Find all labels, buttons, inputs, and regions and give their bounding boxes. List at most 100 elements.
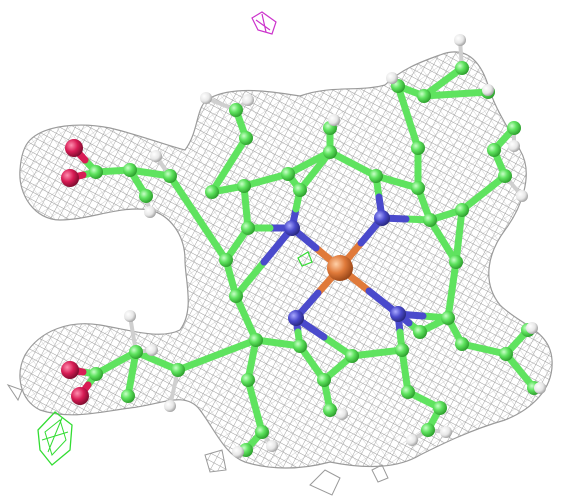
carbon-carbon-bond [452, 206, 466, 266]
carbon-carbon-bond [398, 346, 412, 396]
carbon-atom [423, 213, 437, 227]
hydrogen-atom [508, 140, 520, 152]
nitrogen-atom [374, 210, 390, 226]
carbon-atom [237, 179, 251, 193]
carbon-atom [89, 367, 103, 381]
carbon-carbon-bond [372, 172, 422, 192]
nitrogen-atom [284, 220, 300, 236]
carbon-atom [421, 423, 435, 437]
carbon-atom [317, 373, 331, 387]
difference-density [37, 11, 313, 466]
carbon-carbon-bond [174, 336, 260, 374]
carbon-atom [241, 221, 255, 235]
carbon-atom [163, 169, 177, 183]
oxygen-atom [65, 139, 83, 157]
carbon-atom [455, 203, 469, 217]
carbon-carbon-bond [252, 336, 304, 350]
hydrogen-atom [440, 426, 452, 438]
carbon-atom [139, 189, 153, 203]
carbon-atom [205, 185, 219, 199]
carbon-atom [498, 169, 512, 183]
hydrogen-atom [144, 206, 156, 218]
stray-mesh-fragment-3 [204, 449, 227, 473]
carbon-atom [499, 347, 513, 361]
carbon-atom [323, 145, 337, 159]
oxygen-atom [61, 361, 79, 379]
carbon-atom [395, 343, 409, 357]
carbon-atom [121, 389, 135, 403]
carbon-atom [455, 61, 469, 75]
hydrogen-atom [526, 322, 538, 334]
carbon-carbon-bond [420, 64, 466, 100]
carbon-carbon-bond [92, 348, 140, 378]
hydrogen-atom [454, 34, 466, 46]
carbon-carbon-bond [208, 134, 250, 196]
hydrogen-atom [386, 72, 398, 84]
hydrogen-atom [328, 114, 340, 126]
carbon-carbon-bond [348, 346, 406, 360]
negative-density-blob-top [251, 11, 277, 35]
carbon-atom [433, 401, 447, 415]
oxygen-atom [61, 169, 79, 187]
hydrogen-atom [200, 92, 212, 104]
hydrogen-atom [146, 344, 158, 356]
carbon-carbon-bond [166, 172, 230, 264]
carbon-atom [241, 373, 255, 387]
carbon-carbon-bond [444, 258, 460, 322]
carbon-atom [455, 337, 469, 351]
carbon-carbon-bond [244, 376, 266, 436]
carbon-carbon-bond [240, 182, 252, 232]
carbon-atom [487, 143, 501, 157]
iron-atom [327, 255, 353, 281]
hydrogen-atom [406, 434, 418, 446]
oxygen-atom [71, 387, 89, 405]
electron-density-mesh [6, 51, 553, 496]
carbon-atom [449, 255, 463, 269]
hydrogen-atom [336, 408, 348, 420]
carbon-atom [441, 311, 455, 325]
carbon-carbon-bond [458, 172, 509, 214]
positive-density-blob-left-inner [41, 417, 69, 456]
carbon-atom [323, 403, 337, 417]
carbon-carbon-bond [394, 82, 422, 152]
carbon-atom [293, 339, 307, 353]
carbon-carbon-bond [326, 148, 380, 180]
carbon-carbon-bond [240, 170, 292, 190]
carbon-atom [89, 165, 103, 179]
carbon-atom [171, 363, 185, 377]
hydrogen-atom [242, 94, 254, 106]
stray-mesh-fragment-1 [309, 469, 341, 496]
carbon-carbon-bond [426, 216, 460, 266]
hydrogen-atom [516, 190, 528, 202]
carbon-carbon-bond [132, 348, 182, 374]
hydrogen-atom [232, 446, 244, 458]
stray-mesh-fragment-2 [371, 464, 389, 483]
positive-density-blob-center [297, 251, 313, 267]
positive-density-blob-left [37, 411, 73, 466]
nitrogen-atom [288, 310, 304, 326]
hydrogen-atom [482, 84, 494, 96]
hydrogen-atom [266, 440, 278, 452]
molecule-atoms [61, 34, 546, 458]
carbon-atom [369, 169, 383, 183]
hydrogen-atom [534, 382, 546, 394]
carbon-atom [417, 89, 431, 103]
carbon-atom [123, 163, 137, 177]
carbon-atom [345, 349, 359, 363]
carbon-atom [129, 345, 143, 359]
carbon-atom [229, 103, 243, 117]
carbon-atom [229, 289, 243, 303]
carbon-carbon-bond [502, 350, 538, 392]
carbon-atom [293, 183, 307, 197]
hydrogen-atom [124, 310, 136, 322]
stray-mesh-fragment-4 [6, 384, 23, 402]
carbon-atom [411, 141, 425, 155]
carbon-atom [411, 181, 425, 195]
carbon-carbon-bond [232, 292, 260, 344]
carbon-carbon-bond [124, 348, 140, 400]
carbon-atom [507, 121, 521, 135]
carbon-carbon-bond [420, 88, 492, 100]
density-mesh-overlay [19, 51, 553, 469]
carbon-atom [219, 253, 233, 267]
